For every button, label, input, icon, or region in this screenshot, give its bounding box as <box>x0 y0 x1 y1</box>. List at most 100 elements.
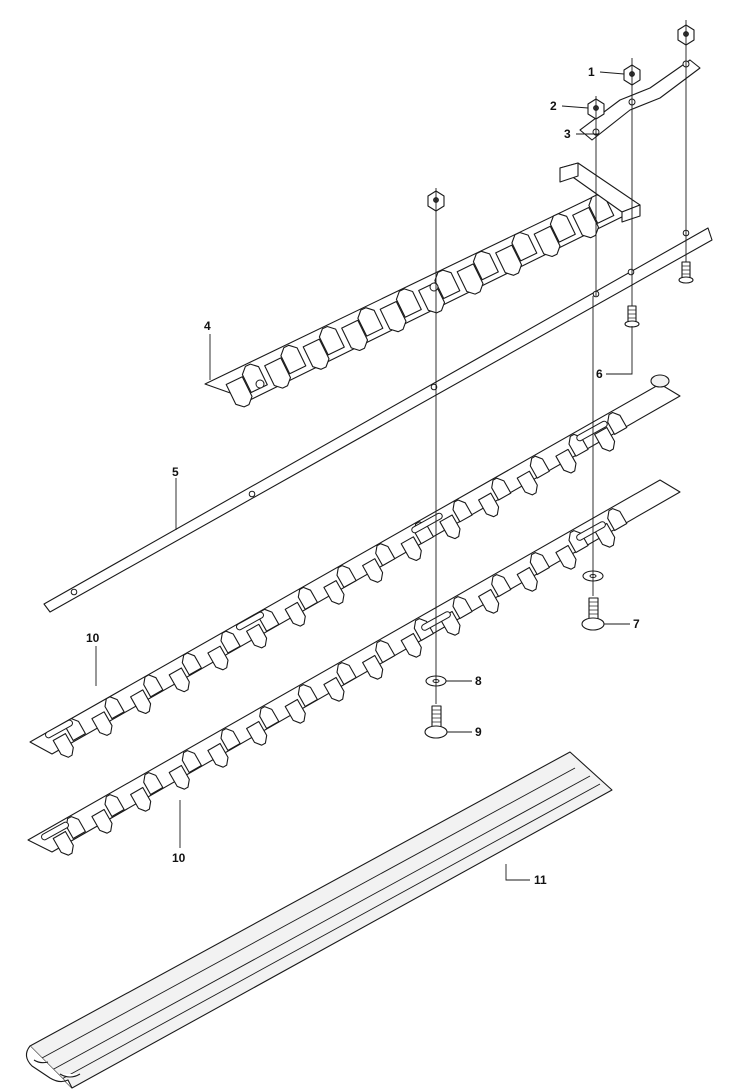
blade-tooth <box>297 684 318 708</box>
blade-tooth <box>568 530 589 554</box>
upper-blade-teeth <box>52 411 628 758</box>
part-10-lower-blade <box>27 479 681 856</box>
blade-tooth <box>284 698 306 724</box>
leader-lines <box>95 71 633 881</box>
blade-tooth <box>607 411 628 435</box>
blade-tooth <box>264 357 292 389</box>
blade-tooth <box>529 552 550 576</box>
blade-tooth <box>472 250 499 281</box>
mounting-bracket <box>559 162 641 223</box>
blade-tooth <box>456 263 484 295</box>
blade-tooth <box>572 206 600 239</box>
blade-tooth <box>181 750 202 774</box>
top-blade-teeth <box>225 194 615 408</box>
blade-tooth <box>379 300 407 333</box>
blade-tooth <box>511 231 538 262</box>
part-5-guide-bar <box>43 227 713 613</box>
blade-tooth <box>549 213 576 243</box>
blade-tooth <box>491 477 512 501</box>
blade-tooth <box>225 376 253 408</box>
blade-tooth <box>220 630 241 654</box>
blade-tooth <box>362 558 384 583</box>
blade-tooth <box>259 706 280 730</box>
blade-tooth <box>318 325 345 356</box>
part-11-blade-guard <box>25 751 613 1089</box>
blade-tooth <box>341 319 369 352</box>
blade-tooth <box>104 794 125 818</box>
blade-tooth <box>495 244 523 276</box>
blade-tooth <box>130 689 152 715</box>
callout-8: 8 <box>475 674 482 688</box>
blade-tooth <box>143 772 164 796</box>
blade-tooth <box>491 574 512 598</box>
part-10-upper-blade <box>29 374 681 758</box>
callout-10-lower: 10 <box>172 851 186 865</box>
blade-tooth <box>168 764 190 790</box>
callout-2: 2 <box>550 99 557 113</box>
part-6-bolt-b <box>678 261 694 284</box>
part-4-top-blade <box>204 183 641 408</box>
blade-tooth <box>529 455 550 479</box>
blade-tooth <box>452 596 473 620</box>
callout-6: 6 <box>596 367 603 381</box>
blade-tooth <box>357 307 384 337</box>
blade-tooth <box>568 433 589 457</box>
callout-3: 3 <box>564 127 571 141</box>
blade-tooth <box>395 288 422 318</box>
blade-tooth <box>280 344 307 375</box>
blade-tooth <box>323 580 345 605</box>
blade-tooth <box>246 623 268 649</box>
blade-tooth <box>104 696 125 720</box>
callout-labels: 1 2 3 4 5 6 7 8 9 10 10 11 <box>86 65 640 887</box>
blade-tooth <box>555 448 577 474</box>
blade-tooth <box>434 269 461 300</box>
callout-1: 1 <box>588 65 595 79</box>
blade-tooth <box>336 662 357 686</box>
blade-tooth <box>607 508 628 532</box>
blade-tooth <box>439 514 461 540</box>
blade-tooth <box>302 338 330 370</box>
blade-tooth <box>588 194 615 224</box>
callout-4: 4 <box>204 319 211 333</box>
blade-tooth <box>323 676 345 702</box>
part-9-bolt <box>424 705 448 739</box>
callout-9: 9 <box>475 725 482 739</box>
blade-tooth <box>207 645 229 671</box>
blade-tooth <box>516 470 538 496</box>
blade-tooth <box>143 674 164 698</box>
part-3-clamp-plate <box>579 59 701 141</box>
blade-tooth <box>375 543 396 567</box>
blade-tooth <box>336 565 357 588</box>
blade-tooth <box>246 720 268 746</box>
callout-7: 7 <box>633 617 640 631</box>
part-7-bolt <box>581 597 605 631</box>
part-6-bolt-a <box>624 305 640 328</box>
callout-10-upper: 10 <box>86 631 100 645</box>
blade-tooth <box>168 667 190 693</box>
blade-tooth <box>400 632 422 658</box>
blade-tooth <box>297 586 318 610</box>
blade-tooth <box>533 225 561 258</box>
blade-tooth <box>478 492 500 518</box>
blade-tooth <box>452 499 473 523</box>
blade-tooth <box>362 654 384 680</box>
blade-tooth <box>52 733 74 758</box>
blade-tooth <box>130 786 152 812</box>
blade-tooth <box>284 601 306 627</box>
callout-5: 5 <box>172 465 179 479</box>
blade-tooth <box>555 544 577 570</box>
blade-tooth <box>52 830 74 856</box>
blade-tooth <box>181 652 202 676</box>
callout-11: 11 <box>534 873 547 887</box>
blade-tooth <box>400 536 422 562</box>
blade-tooth <box>207 742 229 768</box>
blade-tooth <box>91 808 113 834</box>
blade-tooth <box>375 640 396 664</box>
blade-tooth <box>478 588 500 614</box>
blade-tooth <box>516 566 538 592</box>
blade-tooth <box>594 426 616 452</box>
assembly-axes <box>435 20 687 704</box>
blade-tooth <box>91 711 113 736</box>
